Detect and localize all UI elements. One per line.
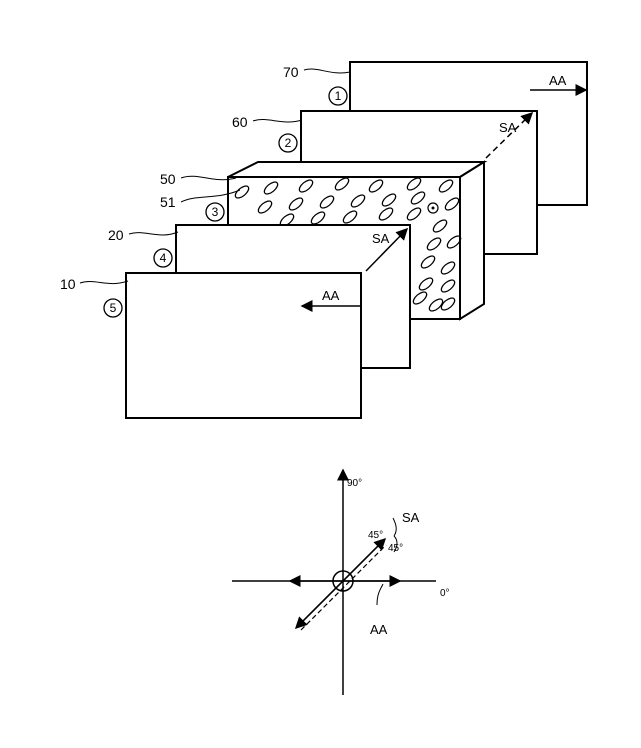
ref-label-60: 60 xyxy=(232,114,248,130)
angle-label-45-lower: 45° xyxy=(388,543,403,554)
plate-5: 10 5 AA xyxy=(60,273,361,418)
ref-label-50: 50 xyxy=(160,171,176,187)
plate-number-2: 2 xyxy=(285,136,292,150)
plate-number-5: 5 xyxy=(110,301,117,315)
ref-label-20: 20 xyxy=(108,227,124,243)
angle-label-0: 0° xyxy=(440,588,450,599)
plate-number-4: 4 xyxy=(160,251,167,265)
angle-label-aa: AA xyxy=(370,622,388,637)
axis-label-aa-5: AA xyxy=(322,288,340,303)
angle-label-45-upper: 45° xyxy=(368,530,383,541)
ref-label-10: 10 xyxy=(60,276,76,292)
angle-label-sa: SA xyxy=(402,510,420,525)
ref-label-70: 70 xyxy=(283,64,299,80)
angle-diagram: 90° 0° SA 45° 45° AA xyxy=(232,470,450,695)
axis-label-aa-1: AA xyxy=(549,73,567,88)
angle-label-90: 90° xyxy=(347,478,362,489)
axis-label-sa-2: SA xyxy=(499,120,517,135)
axis-label-sa-4: SA xyxy=(372,231,390,246)
ref-label-51: 51 xyxy=(160,194,176,210)
plate-number-1: 1 xyxy=(335,89,342,103)
plate-number-3: 3 xyxy=(212,205,219,219)
